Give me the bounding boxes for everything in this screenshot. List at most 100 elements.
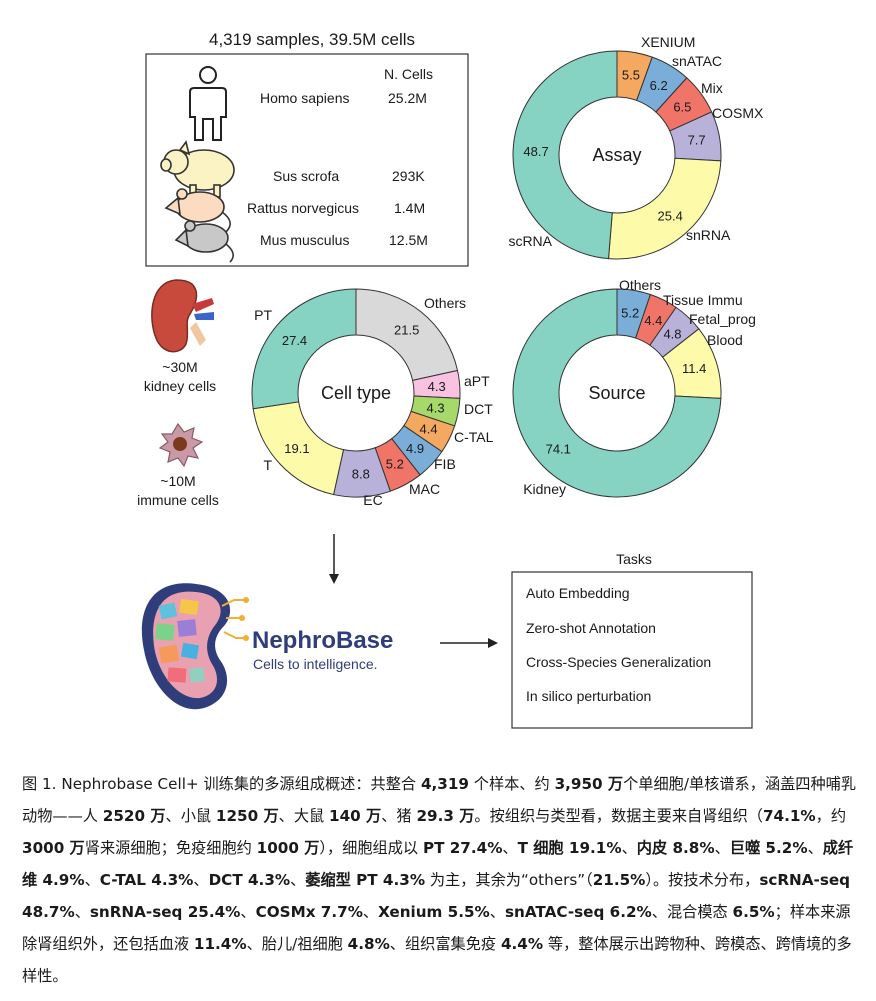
caption-run: 、大鼠	[278, 807, 330, 825]
caption-run: 、胎儿/祖细胞	[246, 935, 348, 953]
task-item: Cross-Species Generalization	[526, 654, 711, 670]
task-item: Auto Embedding	[526, 585, 630, 601]
species-panel: 4,319 samples, 39.5M cells N. Cells Homo…	[145, 30, 469, 267]
nephrobase-wordmark-suffix: Base	[336, 627, 393, 654]
caption-run: 等，整体展示出跨物种、跨模态、跨情境的多样性。	[22, 935, 852, 985]
slice-value-ec: 8.8	[352, 466, 370, 481]
figure-1: 4,319 samples, 39.5M cells N. Cells Homo…	[137, 30, 764, 729]
caption-run: 、	[502, 839, 518, 857]
caption-run: 、	[290, 871, 306, 889]
slice-value-others: 21.5	[394, 322, 419, 337]
slice-label-pt: PT	[254, 307, 272, 323]
caption-run: 、	[74, 903, 90, 921]
slice-value-c-tal: 4.4	[420, 422, 438, 437]
caption-bold-run: 4,319	[420, 775, 469, 793]
slice-pt	[251, 288, 357, 410]
task-item: In silico perturbation	[526, 688, 651, 704]
slice-value-dct: 4.3	[427, 401, 445, 416]
caption-run: 、	[240, 903, 256, 921]
kidney-cells-count: ~30M	[162, 359, 197, 375]
slice-label-c-tal: C-TAL	[454, 429, 494, 445]
assay-donut-chart: 5.5XENIUM6.2snATAC6.5Mix7.7COSMX25.4snRN…	[508, 34, 764, 260]
n-cells-header: N. Cells	[384, 66, 433, 82]
tasks-title: Tasks	[616, 551, 652, 567]
caption-bold-run: 1250 万	[215, 807, 279, 825]
immune-cell-icon	[158, 422, 204, 468]
slice-kidney	[512, 288, 722, 498]
slice-label-apt: aPT	[464, 373, 490, 389]
right-arrow	[440, 638, 498, 648]
slice-label-mac: MAC	[409, 481, 440, 497]
nephrobase-tagline: Cells to intelligence.	[253, 656, 378, 672]
dataset-summary: 4,319 samples, 39.5M cells	[209, 30, 415, 49]
species-cells-sus-scrofa: 293K	[392, 168, 425, 184]
species-name-homo-sapiens: Homo sapiens	[260, 90, 350, 106]
nephrobase-logo-icon	[141, 583, 249, 710]
caption-bold-run: Xenium 5.5%	[378, 903, 490, 921]
caption-bold-run: 6.5%	[732, 903, 775, 921]
human-icon	[189, 66, 227, 141]
slice-value-mix: 6.5	[673, 100, 691, 115]
species-name-rattus-norvegicus: Rattus norvegicus	[247, 200, 359, 216]
slice-value-snatac: 6.2	[650, 78, 668, 93]
caption-bold-run: 4.4%	[500, 935, 544, 953]
caption-run: 、猪	[381, 807, 417, 825]
caption-run: 、小鼠	[165, 807, 216, 825]
caption-run: 、	[807, 839, 823, 857]
caption-bold-run: snRNA-seq 25.4%	[89, 903, 241, 921]
slice-label-fetal-prog: Fetal_prog	[689, 311, 756, 327]
slice-value-tissue-immu: 4.4	[644, 313, 662, 328]
caption-bold-run: 巨噬 5.2%	[729, 839, 808, 857]
slice-label-kidney: Kidney	[523, 481, 566, 497]
caption-bold-run: scRNA-seq 48.7%	[22, 871, 851, 921]
caption-run: ），细胞组成以	[319, 839, 423, 857]
caption-bold-run: 萎缩型 PT 4.3%	[305, 871, 426, 889]
caption-bold-run: COSMx 7.7%	[255, 903, 363, 921]
caption-run: 、	[714, 839, 730, 857]
pig-icon	[160, 140, 235, 198]
rat-icon	[164, 188, 231, 233]
slice-label-t: T	[263, 457, 272, 473]
caption-bold-run: 11.4%	[193, 935, 247, 953]
species-cells-mus-musculus: 12.5M	[389, 232, 428, 248]
slice-label-snrna: snRNA	[686, 227, 731, 243]
slice-value-mac: 5.2	[386, 457, 404, 472]
caption-bold-run: 140 万	[329, 807, 382, 825]
slice-label-cosmx: COSMX	[712, 105, 764, 121]
nephrobase-wordmark-prefix: Nephro	[252, 627, 336, 654]
slice-snrna	[607, 157, 722, 260]
caption-bold-run: 3,950 万	[554, 775, 624, 793]
caption-bold-run: 成纤维 4.9%	[22, 839, 854, 889]
task-item: Zero-shot Annotation	[526, 620, 656, 636]
caption-run: 肾来源细胞；免疫细胞约	[84, 839, 257, 857]
slice-value-xenium: 5.5	[622, 68, 640, 83]
caption-run: 个单细胞/单核谱系，涵盖四种哺乳动物——人	[22, 775, 857, 825]
species-cells-rattus-norvegicus: 1.4M	[394, 200, 425, 216]
caption-run: 、混合模态	[651, 903, 733, 921]
caption-bold-run: 21.5%	[592, 871, 646, 889]
donut-center-title: Source	[588, 383, 645, 403]
caption-bold-run: 1000 万	[256, 839, 320, 857]
slice-label-others: Others	[424, 295, 466, 311]
caption-run: ）。按技术分布，	[645, 871, 760, 889]
donut-center-title: Assay	[592, 145, 641, 165]
caption-run: 个样本、约	[468, 775, 555, 793]
species-cells-homo-sapiens: 25.2M	[388, 90, 427, 106]
slice-scrna	[512, 50, 618, 260]
caption-run: ，约	[815, 807, 847, 825]
caption-run: ；样本来源除肾组织外，还包括血液	[22, 903, 851, 953]
slice-value-others: 5.2	[621, 306, 639, 321]
down-arrow	[329, 534, 339, 584]
slice-value-pt: 27.4	[282, 333, 307, 348]
immune-cells-label: immune cells	[137, 492, 219, 508]
slice-value-kidney: 74.1	[546, 441, 571, 456]
kidney-cells-label: kidney cells	[144, 378, 216, 394]
caption-run: 为主，其余为“others”（	[425, 871, 593, 889]
slice-value-blood: 11.4	[682, 361, 706, 376]
caption-bold-run: 29.3 万	[416, 807, 475, 825]
caption-run: 、组织富集免疫	[389, 935, 501, 953]
tasks-box	[511, 571, 753, 729]
slice-value-t: 19.1	[284, 441, 309, 456]
